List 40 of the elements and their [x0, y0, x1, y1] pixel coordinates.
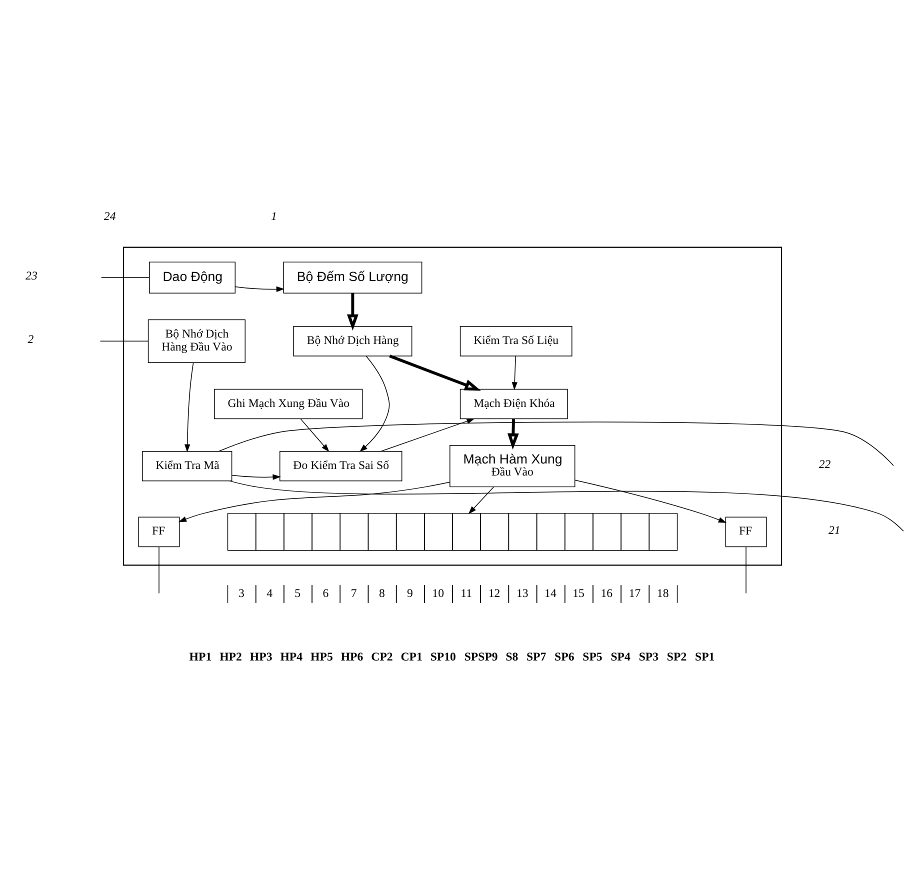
label: SP10	[430, 649, 456, 664]
label: 23	[26, 268, 38, 283]
label: 12	[488, 586, 500, 600]
label: 14	[544, 586, 556, 600]
label: 18	[656, 586, 669, 600]
label: CP2	[371, 649, 393, 664]
label: 4	[266, 586, 272, 600]
label: 11	[460, 586, 472, 600]
label: S8	[506, 649, 518, 664]
label: SP5	[582, 649, 602, 664]
label: 8	[378, 586, 385, 600]
label: 2	[28, 332, 34, 346]
label: HP5	[310, 649, 333, 664]
label: 6	[322, 586, 329, 600]
label: 3	[238, 586, 244, 600]
label: SP3	[638, 649, 659, 664]
label: 5	[294, 586, 301, 600]
label: 15	[572, 586, 584, 600]
label: 17	[628, 586, 641, 600]
label: SP2	[666, 649, 687, 664]
label: HP4	[280, 649, 303, 664]
label: 10	[432, 586, 444, 600]
label: 7	[350, 586, 357, 600]
label: HP2	[220, 649, 242, 664]
label: CP1	[400, 649, 422, 664]
label: 21	[828, 522, 840, 537]
label: SPSP9	[464, 649, 498, 664]
label: 22	[818, 457, 831, 472]
label: 1	[271, 208, 277, 223]
label: 16	[600, 586, 613, 600]
label: SP1	[695, 649, 715, 664]
label: 13	[516, 586, 528, 600]
label: SP6	[554, 649, 574, 664]
label: SP4	[610, 649, 630, 664]
label: HP6	[340, 649, 364, 664]
label: HP3	[250, 649, 272, 664]
label: 24	[104, 208, 116, 223]
label: HP1	[189, 649, 212, 664]
label: 9	[407, 586, 413, 600]
label: SP7	[526, 649, 546, 664]
